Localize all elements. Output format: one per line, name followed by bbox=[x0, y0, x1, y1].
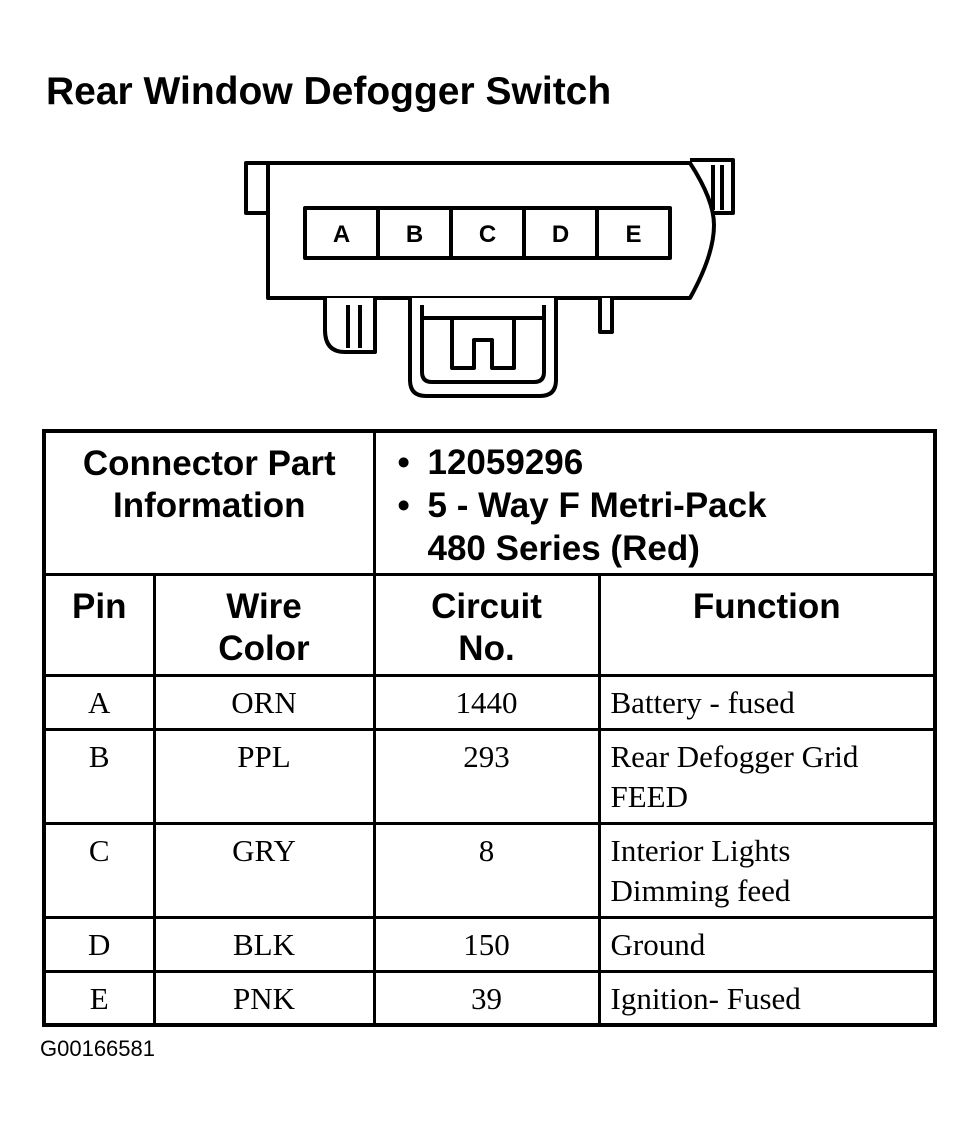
function-line: Ground bbox=[610, 926, 706, 962]
pin-cavity-a bbox=[303, 206, 380, 260]
cell-circuit: 150 bbox=[372, 915, 601, 973]
function-line: FEED bbox=[610, 778, 689, 814]
connector-drawing: A B C D E bbox=[244, 158, 735, 398]
header-line: Circuit bbox=[431, 586, 542, 626]
cell-wire-color: GRY bbox=[152, 821, 376, 919]
header-pin: Pin bbox=[42, 572, 156, 677]
function-line: Battery - fused bbox=[610, 684, 795, 720]
cell-pin: B bbox=[42, 727, 156, 825]
cell-function: Ignition- Fused bbox=[597, 969, 937, 1027]
cell-wire-color: PNK bbox=[152, 969, 376, 1027]
table-row: C GRY 8 Interior Lights Dimming feed bbox=[42, 821, 937, 919]
part-info-label-line: Connector Part bbox=[82, 444, 336, 483]
pin-label-e: E bbox=[625, 221, 641, 248]
header-circuit: Circuit No. bbox=[372, 572, 601, 677]
bullet-icon: • bbox=[397, 486, 410, 525]
part-number: 12059296 bbox=[427, 443, 584, 482]
function-line: Dimming feed bbox=[610, 872, 791, 908]
connector-description: 5 - Way F Metri-Pack bbox=[427, 486, 767, 525]
header-line: Wire bbox=[226, 586, 302, 626]
part-info-label-line: Information bbox=[113, 486, 306, 525]
cell-pin: C bbox=[42, 821, 156, 919]
cell-circuit: 8 bbox=[372, 821, 601, 919]
cell-wire-color: ORN bbox=[152, 673, 376, 731]
header-line: No. bbox=[458, 628, 515, 668]
table-row: B PPL 293 Rear Defogger Grid FEED bbox=[42, 727, 937, 825]
function-line: Interior Lights bbox=[610, 832, 791, 868]
cell-wire-color: BLK bbox=[152, 915, 376, 973]
cell-circuit: 293 bbox=[372, 727, 601, 825]
cell-circuit: 1440 bbox=[372, 673, 601, 731]
table-row: D BLK 150 Ground bbox=[42, 915, 937, 973]
function-line: Rear Defogger Grid bbox=[610, 738, 859, 774]
header-wire-color: Wire Color bbox=[152, 572, 376, 677]
header-line: Color bbox=[218, 628, 310, 668]
cell-pin: A bbox=[42, 673, 156, 731]
pin-label-b: B bbox=[406, 221, 423, 248]
cell-function: Interior Lights Dimming feed bbox=[597, 821, 937, 919]
cell-function: Rear Defogger Grid FEED bbox=[597, 727, 937, 825]
table-row: E PNK 39 Ignition- Fused bbox=[42, 969, 937, 1027]
pin-label-c: C bbox=[479, 221, 496, 248]
connector-description: 480 Series (Red) bbox=[427, 529, 700, 568]
pin-label-d: D bbox=[552, 221, 569, 248]
cell-function: Ground bbox=[597, 915, 937, 973]
cell-circuit: 39 bbox=[372, 969, 601, 1027]
function-line: Ignition- Fused bbox=[610, 980, 801, 1016]
bullet-icon: • bbox=[397, 443, 410, 482]
pin-cavity-e bbox=[595, 206, 672, 260]
part-info-row: Connector Part Information • 12059296 • 5 … bbox=[42, 429, 937, 576]
header-function: Function bbox=[597, 572, 937, 677]
cell-pin: E bbox=[42, 969, 156, 1027]
diagram-title: Rear Window Defogger Switch bbox=[46, 70, 612, 113]
figure-id: G00166581 bbox=[40, 1036, 155, 1061]
cell-pin: D bbox=[42, 915, 156, 973]
pin-label-a: A bbox=[333, 221, 350, 248]
header-row: Pin Wire Color Circuit No. Function bbox=[42, 572, 937, 677]
table-row: A ORN 1440 Battery - fused bbox=[42, 673, 937, 731]
connector-info-table: Connector Part Information • 12059296 • 5 … bbox=[42, 429, 937, 1027]
part-info-label: Connector Part Information bbox=[42, 429, 376, 576]
cell-wire-color: PPL bbox=[152, 727, 376, 825]
cell-function: Battery - fused bbox=[597, 673, 937, 731]
part-info-value: • 12059296 • 5 - Way F Metri-Pack 480 Seri… bbox=[372, 429, 937, 576]
pin-cavity-b bbox=[376, 206, 453, 260]
